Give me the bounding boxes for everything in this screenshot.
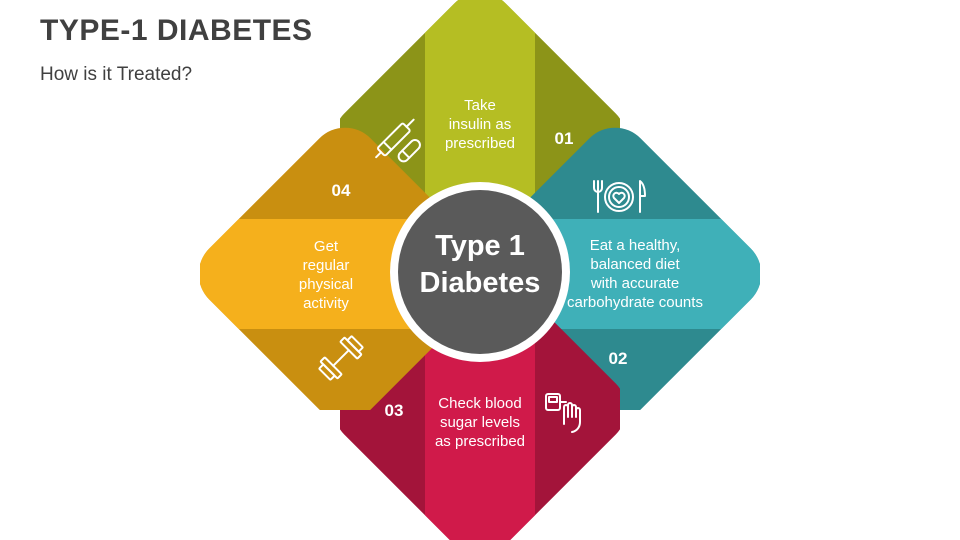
page-title: TYPE-1 DIABETES <box>40 14 313 47</box>
insulin-pen-icon <box>375 118 421 163</box>
step-04-text: Get regular physical activity <box>298 238 354 312</box>
step-01-text: Take insulin as prescribed <box>444 97 516 152</box>
step-02-text: Eat a healthy, balanced diet with accura… <box>567 237 703 311</box>
dumbbell-icon <box>318 335 364 381</box>
step-03-number: 03 <box>384 401 404 420</box>
step-01-number: 01 <box>554 129 574 148</box>
center-label: Type 1 Diabetes <box>419 230 541 299</box>
page-subtitle: How is it Treated? <box>40 64 193 85</box>
step-03-text: Check blood sugar levels as prescribed <box>434 395 526 450</box>
glucose-meter-icon <box>545 393 581 433</box>
step-02-number: 02 <box>608 349 628 368</box>
plate-heart-icon <box>593 180 646 213</box>
step-04-number: 04 <box>331 181 351 200</box>
center-circle-fill <box>398 190 562 354</box>
